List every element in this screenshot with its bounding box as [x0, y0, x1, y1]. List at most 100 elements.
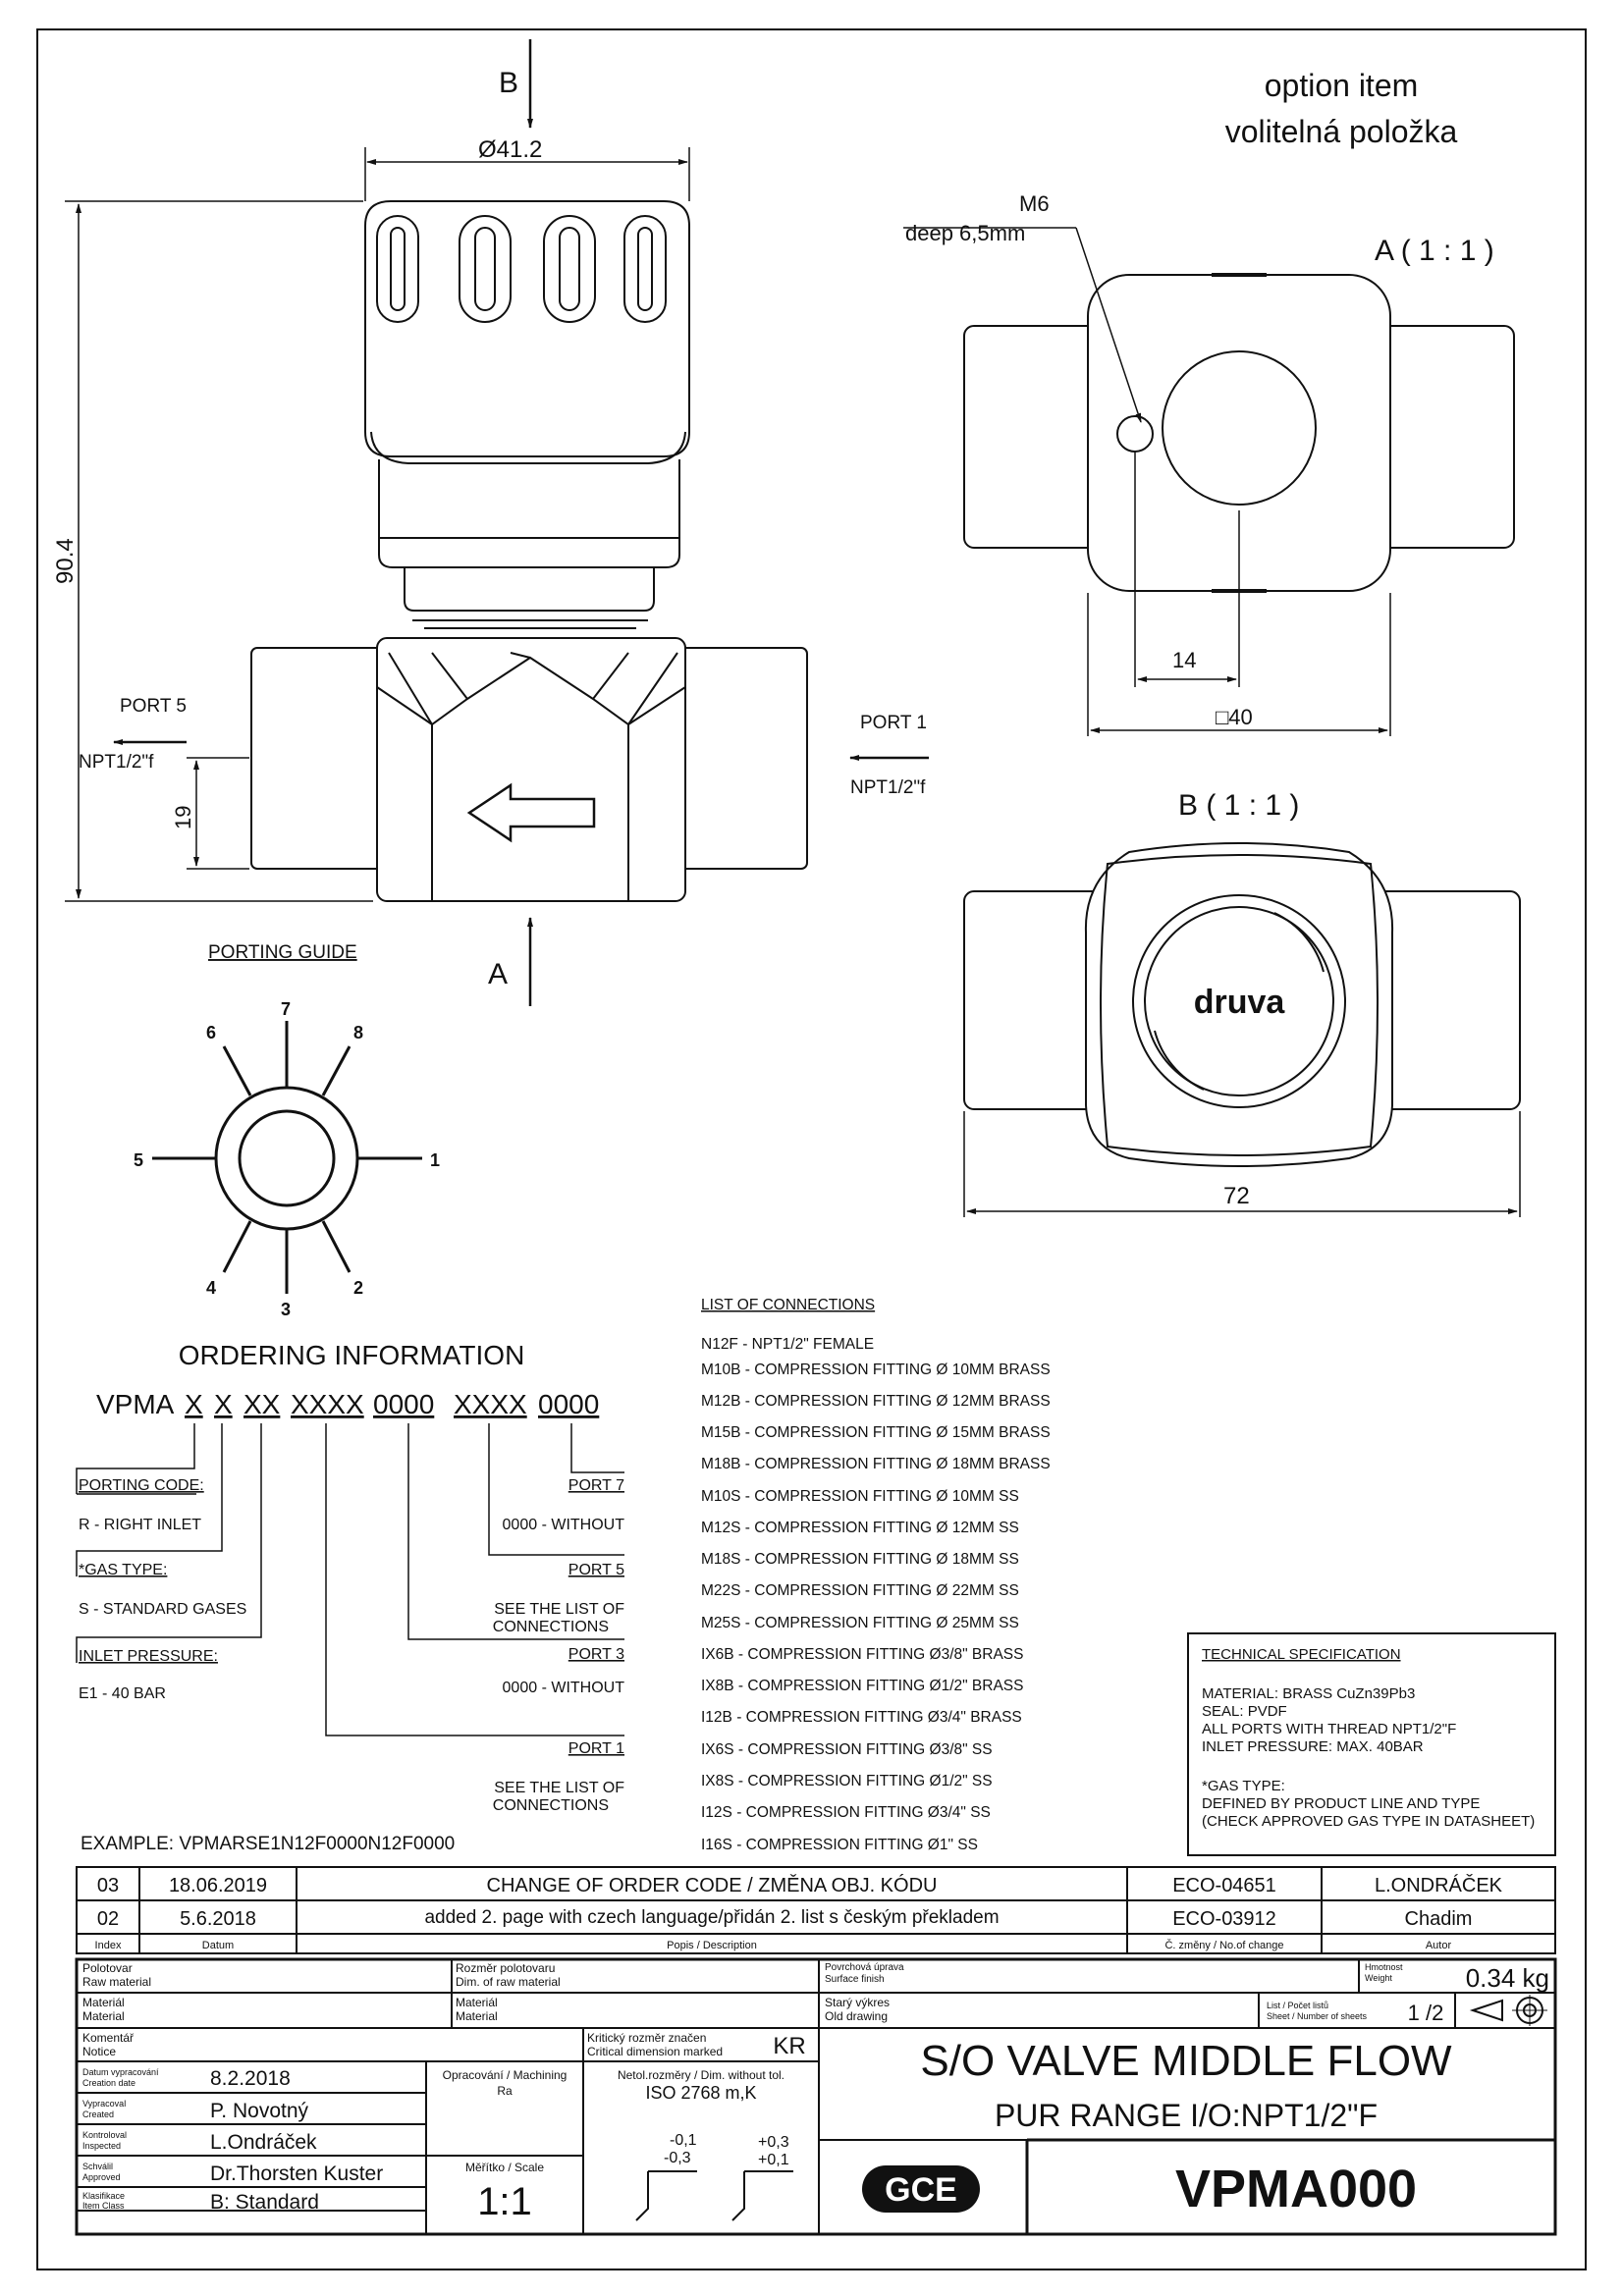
tech-spec-line: MATERIAL: BRASS CuZn39Pb3 — [1202, 1685, 1415, 1702]
port-number: 4 — [206, 1278, 216, 1298]
approved-label: Approved — [82, 2172, 121, 2182]
tolerance-label: Netol.rozměry / Dim. without tol. — [618, 2068, 784, 2082]
revision-index: 03 — [97, 1875, 119, 1896]
revision-author: Chadim — [1405, 1908, 1473, 1930]
order-example: EXAMPLE: VPMARSE1N12F0000N12F0000 — [81, 1834, 455, 1854]
connection-item: M25S - COMPRESSION FITTING Ø 25MM SS — [701, 1615, 1019, 1631]
item-class-value: B: Standard — [210, 2191, 319, 2214]
ordering-right-legend: PORT 7 0000 - WITHOUT PORT 5 SEE THE LIS… — [493, 1477, 624, 1814]
tech-spec-line: SEAL: PVDF — [1202, 1703, 1287, 1720]
raw-material-label: Polotovar — [82, 1961, 133, 1975]
surface-label: Surface finish — [825, 1974, 885, 1985]
sheet-label: Sheet / Number of sheets — [1267, 2011, 1368, 2021]
porting-code-value: R - RIGHT INLET — [79, 1517, 201, 1533]
hole-offset-dimension: 14 — [1172, 648, 1196, 672]
order-code: VPMA X X XX XXXX 0000 XXXX 0000 — [96, 1389, 599, 1419]
title-block-labels: Polotovar Raw material Rozměr polotovaru… — [82, 1961, 1403, 2211]
machining-label: Opracování / Machining — [443, 2068, 568, 2082]
weight-label: Weight — [1365, 1973, 1392, 1983]
scale-label: Měřítko / Scale — [465, 2161, 544, 2174]
revision-description: added 2. page with czech language/přidán… — [424, 1907, 999, 1928]
created-value: 8.2.2018 — [210, 2067, 291, 2090]
port-number: 8 — [353, 1023, 363, 1042]
connection-item: M10S - COMPRESSION FITTING Ø 10MM SS — [701, 1488, 1019, 1505]
inspected-label: Inspected — [82, 2141, 121, 2151]
connection-item: M12B - COMPRESSION FITTING Ø 12MM BRASS — [701, 1393, 1051, 1410]
connection-item: M18B - COMPRESSION FITTING Ø 18MM BRASS — [701, 1456, 1051, 1472]
port1-order-label: PORT 1 — [568, 1740, 624, 1757]
weight-label: Hmotnost — [1365, 1962, 1403, 1972]
author-value: P. Novotný — [210, 2100, 309, 2122]
port1-label: PORT 1 — [860, 713, 927, 733]
tolerance-value: ISO 2768 m,K — [645, 2083, 756, 2103]
critical-label: Critical dimension marked — [587, 2045, 723, 2058]
code-segment: 0000 — [373, 1389, 434, 1419]
surface-label: Povrchová úprava — [825, 1962, 904, 1973]
title-block-values: 0.34 kg 1 /2 KR S/O VALVE MIDDLE FLOW PU… — [210, 1963, 1549, 2223]
druva-logo: druva — [1194, 984, 1286, 1021]
weight-value: 0.34 kg — [1466, 1963, 1549, 1993]
porting-guide-diagram — [152, 1021, 422, 1294]
port-number: 3 — [281, 1300, 291, 1319]
code-segment: X — [214, 1389, 233, 1419]
port-number: 5 — [134, 1150, 143, 1170]
order-code-leaders — [76, 1423, 624, 1736]
front-view-dimensions — [65, 39, 929, 1006]
connection-item: IX8S - COMPRESSION FITTING Ø1/2" SS — [701, 1773, 993, 1789]
material-label: Materiál — [456, 1996, 498, 2009]
connection-item: I12B - COMPRESSION FITTING Ø3/4" BRASS — [701, 1709, 1022, 1726]
title-block-grid — [75, 1957, 1557, 2236]
port3-order-value: 0000 - WITHOUT — [503, 1680, 625, 1696]
code-segment: XXXX — [454, 1389, 527, 1419]
connection-item: M22S - COMPRESSION FITTING Ø 22MM SS — [701, 1582, 1019, 1599]
connection-item: M12S - COMPRESSION FITTING Ø 12MM SS — [701, 1520, 1019, 1536]
porting-code-label: PORTING CODE: — [79, 1477, 204, 1494]
revision-description: CHANGE OF ORDER CODE / ZMĚNA OBJ. KÓDU — [487, 1874, 938, 1896]
width-dimension: 72 — [1223, 1183, 1250, 1209]
port3-order-label: PORT 3 — [568, 1646, 624, 1663]
drawing-number: VPMA000 — [1175, 2160, 1417, 2218]
critical-value: KR — [773, 2033, 805, 2059]
revision-header: Datum — [202, 1940, 234, 1951]
port-number: 6 — [206, 1023, 216, 1042]
port5-label: PORT 5 — [120, 696, 187, 717]
old-drawing-label: Old drawing — [825, 2009, 888, 2023]
tolerance-a1: -0,1 — [670, 2132, 697, 2149]
revision-header: Č. změny / No.of change — [1164, 1939, 1283, 1951]
inspected-label: Kontroloval — [82, 2130, 127, 2140]
sheet-label: List / Počet listů — [1267, 2001, 1328, 2010]
port5-order-value: SEE THE LIST OF — [494, 1601, 624, 1618]
created-label: Datum vypracování — [82, 2067, 159, 2077]
notice-label: Notice — [82, 2045, 116, 2058]
port-number: 7 — [281, 999, 291, 1019]
code-segment: XXXX — [291, 1389, 364, 1419]
height-dimension: 90.4 — [52, 538, 79, 584]
revision-author: L.ONDRÁČEK — [1375, 1874, 1503, 1896]
approved-label: Schválil — [82, 2162, 113, 2171]
tolerance-b2: +0,1 — [758, 2152, 789, 2168]
critical-label: Kritický rozměr značen — [587, 2031, 706, 2045]
m6-label: M6 — [1019, 191, 1050, 216]
revision-change: ECO-03912 — [1172, 1908, 1276, 1930]
connection-item: M18S - COMPRESSION FITTING Ø 18MM SS — [701, 1551, 1019, 1568]
revision-date: 5.6.2018 — [180, 1908, 256, 1930]
inlet-pressure-value: E1 - 40 BAR — [79, 1685, 166, 1702]
port7-value: 0000 - WITHOUT — [503, 1517, 625, 1533]
connection-item: IX8B - COMPRESSION FITTING Ø1/2" BRASS — [701, 1678, 1023, 1694]
dim-raw-label: Rozměr polotovaru — [456, 1961, 555, 1975]
tech-spec-line: *GAS TYPE: — [1202, 1778, 1285, 1794]
port1-order-value: CONNECTIONS — [493, 1797, 609, 1814]
tech-spec-line: ALL PORTS WITH THREAD NPT1/2"F — [1202, 1721, 1456, 1737]
sheet-value: 1 /2 — [1408, 2001, 1444, 2025]
port-number: 2 — [353, 1278, 363, 1298]
revision-header: Popis / Description — [667, 1940, 757, 1951]
raw-material-label: Raw material — [82, 1975, 151, 1989]
porting-guide-numbers: 1 2 3 4 5 6 7 8 — [134, 999, 440, 1319]
tolerance-b1: +0,3 — [758, 2134, 789, 2151]
scale-value: 1:1 — [477, 2180, 532, 2223]
connection-item: IX6S - COMPRESSION FITTING Ø3/8" SS — [701, 1741, 993, 1758]
connection-item: I16S - COMPRESSION FITTING Ø1" SS — [701, 1837, 978, 1853]
view-a-dimensions — [903, 227, 1391, 736]
tech-spec-title: TECHNICAL SPECIFICATION — [1202, 1646, 1401, 1663]
revision-date: 18.06.2019 — [169, 1875, 267, 1896]
